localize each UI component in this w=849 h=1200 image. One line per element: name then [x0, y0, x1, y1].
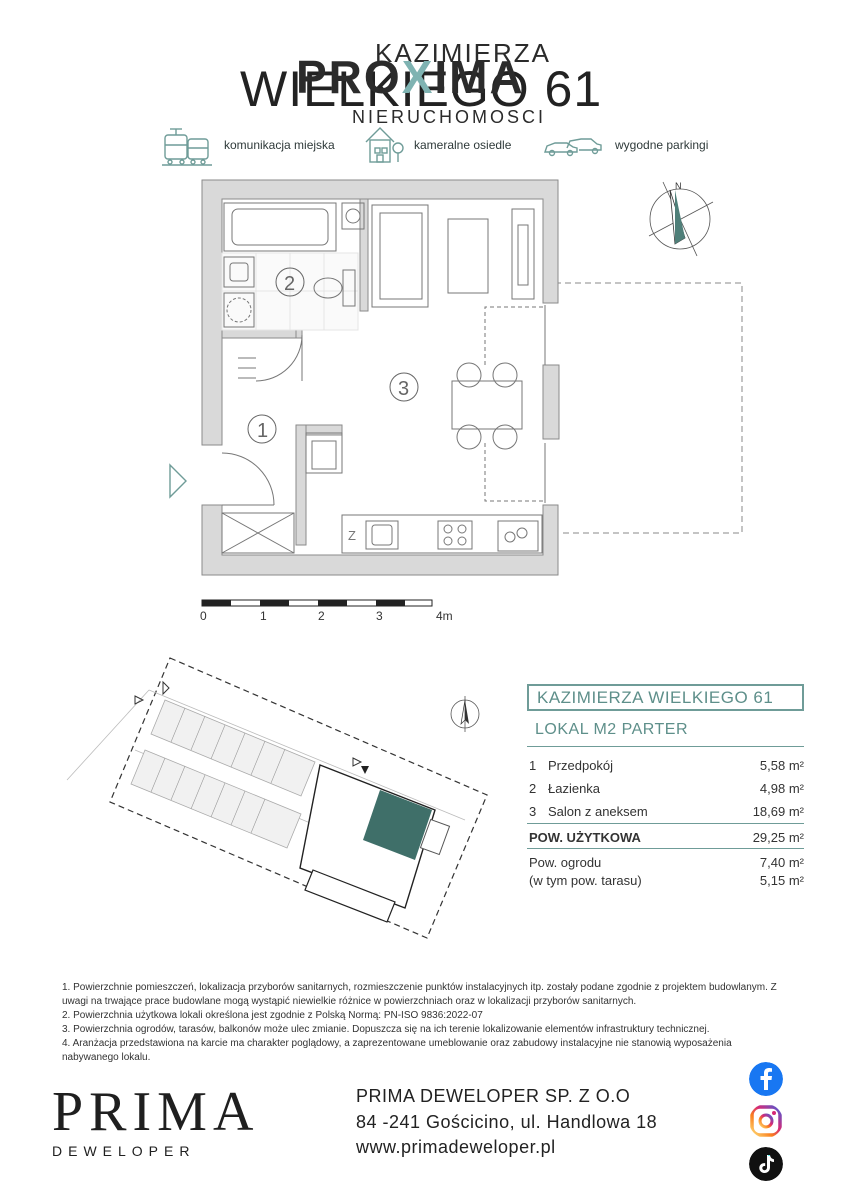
room-number: 2 — [529, 781, 537, 796]
room-label: Przedpokój — [548, 758, 614, 773]
header-line2: WIELKIEGO 61 — [240, 61, 603, 117]
bathtub — [223, 202, 337, 252]
note-3: 3. Powierzchnia ogrodów, tarasów, balkon… — [62, 1024, 710, 1035]
total-value: 29,25 m² — [752, 830, 804, 845]
room-number-2: 2 — [284, 273, 295, 295]
room-area: 5,58 m² — [759, 758, 804, 773]
company-name: PRIMA DEWELOPER SP. Z O.O — [356, 1086, 631, 1106]
brand-x: X — [401, 51, 435, 103]
info-subtitle: LOKAL M2 PARTER — [535, 721, 689, 738]
floor-plan: Z 1 2 3 — [169, 179, 743, 576]
room-area: 18,69 m² — [752, 804, 804, 819]
garden-outline — [545, 282, 743, 534]
room-label: Łazienka — [548, 781, 601, 796]
sofa — [371, 204, 429, 308]
feature-label-estate: kameralne osiedle — [414, 138, 512, 152]
terrace-row: (w tym pow. tarasu) 5,15 m² — [529, 873, 804, 891]
info-divider — [527, 823, 804, 824]
scale-tick-3: 3 — [376, 609, 383, 623]
brand-sub: NIERUCHOMOSCI — [352, 107, 547, 127]
garden-row: Pow. ogrodu 7,40 m² — [529, 855, 804, 873]
cars-icon — [544, 138, 602, 157]
svg-text:Z: Z — [348, 528, 356, 543]
terrace-label: (w tym pow. tarasu) — [529, 873, 642, 888]
footer-logo: PRIMA — [52, 1081, 260, 1143]
house-icon — [365, 127, 404, 163]
brand-post: IMA — [434, 51, 525, 103]
header-line1: KAZIMIERZA — [375, 38, 552, 68]
room-number: 3 — [529, 804, 537, 819]
note-1: 1. Powierzchnie pomieszczeń, lokalizacja… — [62, 982, 777, 1007]
facebook-icon[interactable] — [749, 1062, 783, 1096]
site-plan — [66, 657, 488, 939]
company-address: 84 -241 Gościcino, ul. Handlowa 18 — [356, 1112, 658, 1132]
total-row: POW. UŻYTKOWA 29,25 m² — [529, 830, 804, 848]
compass-small-icon — [450, 696, 480, 732]
unit-highlight — [363, 790, 432, 860]
info-title-box — [527, 684, 804, 711]
info-divider — [527, 848, 804, 849]
brand-logo: PROXIMA — [296, 50, 525, 104]
compass-icon: N — [648, 181, 714, 257]
dining-table — [451, 380, 523, 430]
room-row: 2 Łazienka 4,98 m² — [529, 781, 804, 799]
walls — [201, 179, 559, 446]
info-divider — [527, 746, 804, 747]
room-label: Salon z aneksem — [548, 804, 648, 819]
scale-bar: 0 1 2 3 4m — [200, 599, 453, 623]
note-4: 4. Aranżacja przedstawiona na karcie ma … — [62, 1038, 732, 1063]
garden-value: 7,40 m² — [759, 855, 804, 870]
entry-arrow-icon — [169, 463, 187, 499]
company-web[interactable]: www.primadeweloper.pl — [356, 1137, 556, 1157]
room-area: 4,98 m² — [759, 781, 804, 796]
room-number-1: 1 — [257, 420, 268, 442]
tiktok-icon[interactable] — [749, 1147, 783, 1181]
room-row: 1 Przedpokój 5,58 m² — [529, 758, 804, 776]
terrace-value: 5,15 m² — [759, 873, 804, 888]
room-number: 1 — [529, 758, 537, 773]
scale-tick-2: 2 — [318, 609, 325, 623]
room-number-3: 3 — [398, 378, 409, 400]
instagram-icon[interactable] — [749, 1104, 783, 1138]
feature-label-transport: komunikacja miejska — [224, 138, 335, 152]
note-2: 2. Powierzchnia użytkowa lokali określon… — [62, 1010, 483, 1021]
scale-tick-4: 4m — [436, 609, 453, 623]
room-row: 3 Salon z aneksem 18,69 m² — [529, 804, 804, 822]
garden-label: Pow. ogrodu — [529, 855, 602, 870]
scale-tick-1: 1 — [260, 609, 267, 623]
feature-label-parking: wygodne parkingi — [615, 138, 709, 152]
toilet — [313, 277, 343, 299]
washbasin — [223, 256, 255, 288]
total-label: POW. UŻYTKOWA — [529, 830, 641, 845]
kitchen-counter — [341, 514, 543, 554]
brand-pre: PRO — [296, 51, 402, 103]
wardrobe — [221, 512, 295, 554]
tram-bus-icon — [162, 128, 212, 166]
notes: 1. Powierzchnie pomieszczeń, lokalizacja… — [62, 981, 782, 1065]
svg-text:N: N — [675, 181, 682, 191]
info-title: KAZIMIERZA WIELKIEGO 61 — [537, 688, 774, 707]
scale-tick-0: 0 — [200, 609, 207, 623]
footer-logo-sub: DEWELOPER — [52, 1143, 196, 1159]
